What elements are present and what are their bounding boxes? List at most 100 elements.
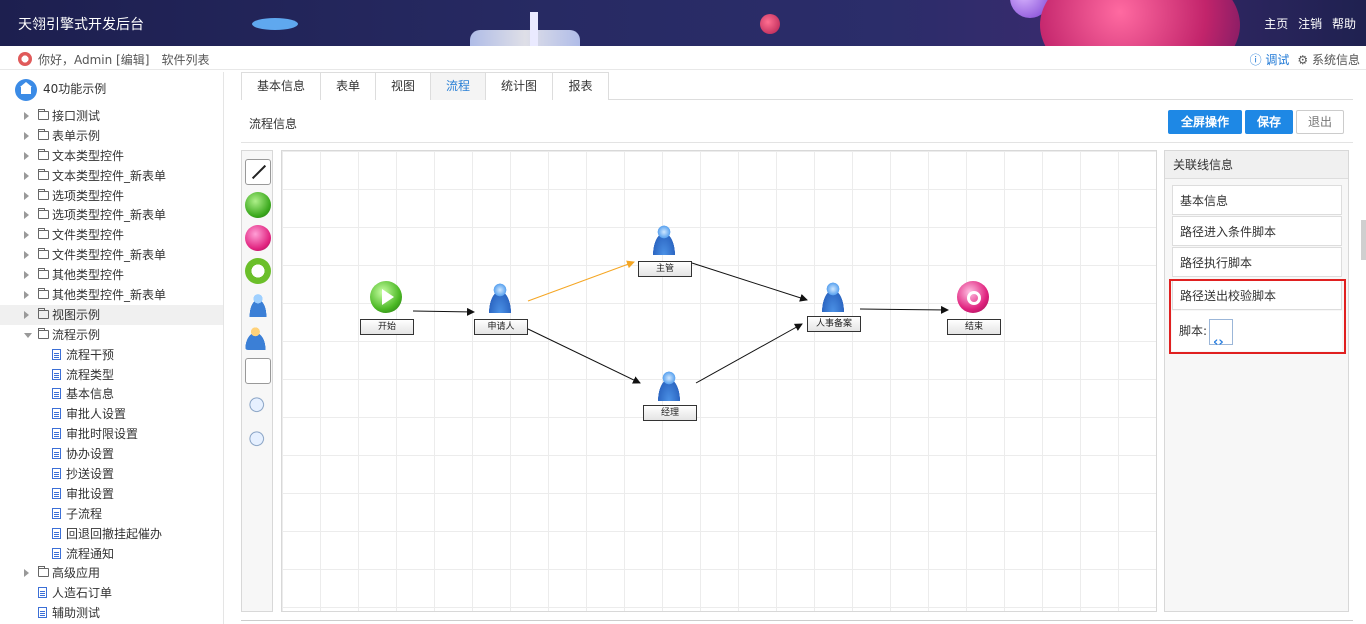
tab-basic-info[interactable]: 基本信息 xyxy=(241,72,321,100)
edge-applicant-manager[interactable] xyxy=(527,328,641,384)
sidebar-item[interactable]: 回退回撤挂起催办 xyxy=(0,524,223,544)
tab-chart[interactable]: 统计图 xyxy=(485,72,553,100)
user-bar: 你好，Admin [编辑] 软件列表 ⓘ 调试 ⚙ 系统信息 xyxy=(0,46,1366,70)
save-button[interactable]: 保存 xyxy=(1245,110,1293,134)
user-task-icon[interactable] xyxy=(245,291,271,317)
system-info-link[interactable]: ⚙ 系统信息 xyxy=(1297,53,1360,67)
tab-bar: 基本信息 表单 视图 流程 统计图 报表 xyxy=(241,72,1353,100)
panel-row-basic-info[interactable]: 基本信息 xyxy=(1172,185,1342,215)
document-icon xyxy=(52,388,61,400)
zoom-in-icon[interactable] xyxy=(245,393,271,419)
document-icon xyxy=(52,408,61,420)
sidebar-item[interactable]: 审批时限设置 xyxy=(0,424,223,444)
tab-flow[interactable]: 流程 xyxy=(430,72,486,100)
sidebar-item[interactable]: 抄送设置 xyxy=(0,464,223,484)
sidebar-item-label: 流程干预 xyxy=(66,347,115,362)
sidebar-item[interactable]: 审批人设置 xyxy=(0,404,223,424)
sidebar-item-label: 表单示例 xyxy=(52,128,101,143)
chevron-right-icon[interactable] xyxy=(24,291,29,300)
chevron-right-icon[interactable] xyxy=(24,569,29,578)
page-scrollbar[interactable] xyxy=(1361,220,1366,260)
start-node-icon[interactable] xyxy=(245,192,271,218)
document-icon xyxy=(52,348,61,360)
sidebar-item-label: 文件类型控件_新表单 xyxy=(52,248,167,263)
sidebar-item[interactable]: 表单示例 xyxy=(0,126,223,146)
folder-icon xyxy=(38,128,49,140)
app-title: 天翎引擎式开发后台 xyxy=(18,17,144,33)
sidebar-item[interactable]: 文件类型控件 xyxy=(0,225,223,245)
chevron-right-icon[interactable] xyxy=(24,112,29,120)
folder-icon xyxy=(38,288,49,300)
tab-view[interactable]: 视图 xyxy=(375,72,431,100)
script-code-icon[interactable] xyxy=(1209,318,1234,363)
exit-button[interactable]: 退出 xyxy=(1296,110,1344,134)
nav-help-link[interactable]: 帮助 xyxy=(1331,17,1356,31)
folder-icon xyxy=(38,566,49,578)
sidebar-item[interactable]: 协办设置 xyxy=(0,444,223,464)
sidebar-item[interactable]: 流程通知 xyxy=(0,544,223,564)
sidebar-item[interactable]: 流程干预 xyxy=(0,345,223,365)
chevron-right-icon[interactable] xyxy=(24,171,29,180)
nav-home-link[interactable]: 主页 xyxy=(1264,17,1289,31)
sidebar-item[interactable]: 高级应用 xyxy=(0,563,223,583)
software-list-link[interactable]: 软件列表 xyxy=(161,53,210,67)
zoom-out-icon[interactable] xyxy=(245,427,271,453)
sidebar-item[interactable]: 选项类型控件_新表单 xyxy=(0,205,223,225)
document-icon xyxy=(52,428,61,440)
chevron-right-icon[interactable] xyxy=(24,231,29,240)
chevron-right-icon[interactable] xyxy=(24,151,29,160)
sidebar-item[interactable]: 流程示例 xyxy=(0,325,223,345)
sidebar-item[interactable]: 文本类型控件_新表单 xyxy=(0,166,223,186)
sidebar-item[interactable]: 辅助测试 xyxy=(0,603,223,623)
flow-canvas[interactable]: 开始 申请人 主管 经理 人事备案 结束 xyxy=(281,150,1157,612)
eraser-icon[interactable] xyxy=(245,358,271,384)
fullscreen-button[interactable]: 全屏操作 xyxy=(1168,110,1242,134)
user-icon xyxy=(484,281,516,313)
tab-report[interactable]: 报表 xyxy=(552,72,609,100)
edge-applicant-supervisor[interactable] xyxy=(527,260,635,302)
sidebar-item[interactable]: 人造石订单 xyxy=(0,583,223,603)
edge-manager-hr[interactable] xyxy=(695,323,803,384)
sidebar-item[interactable]: 接口测试 xyxy=(0,106,223,126)
chevron-right-icon[interactable] xyxy=(24,131,29,140)
tab-form[interactable]: 表单 xyxy=(320,72,376,100)
edge-hr-end[interactable] xyxy=(859,305,949,314)
sidebar-item[interactable]: 其他类型控件 xyxy=(0,265,223,285)
sidebar-item[interactable]: 审批设置 xyxy=(0,484,223,504)
sidebar-item[interactable]: 其他类型控件_新表单 xyxy=(0,285,223,305)
sidebar-item-label: 选项类型控件 xyxy=(52,188,125,203)
sidebar-item[interactable]: 流程类型 xyxy=(0,365,223,385)
sidebar-item[interactable]: 选项类型控件 xyxy=(0,186,223,206)
user-icon xyxy=(648,223,680,255)
blimp-decoration xyxy=(252,18,298,30)
chevron-down-icon[interactable] xyxy=(24,332,32,338)
edge-start-applicant[interactable] xyxy=(412,307,475,316)
chevron-right-icon[interactable] xyxy=(24,310,29,319)
nav-logout-link[interactable]: 注销 xyxy=(1298,17,1323,31)
chevron-right-icon[interactable] xyxy=(24,211,29,220)
chevron-right-icon[interactable] xyxy=(24,251,29,260)
planet-decoration xyxy=(1010,0,1050,18)
debug-link[interactable]: ⓘ 调试 xyxy=(1249,53,1290,67)
chevron-right-icon[interactable] xyxy=(24,271,29,280)
greeting-text[interactable]: 你好，Admin [编辑] xyxy=(38,53,150,67)
sidebar-item[interactable]: 基本信息 xyxy=(0,384,223,404)
sidebar-tree: 40功能示例 接口测试表单示例文本类型控件文本类型控件_新表单选项类型控件选项类… xyxy=(0,72,224,624)
sidebar-item[interactable]: 视图示例 xyxy=(0,304,223,325)
connector-arrow-icon[interactable] xyxy=(245,159,271,185)
chevron-right-icon[interactable] xyxy=(24,191,29,200)
highlight-box xyxy=(1169,279,1346,354)
sidebar-item[interactable]: 子流程 xyxy=(0,504,223,524)
sidebar-item[interactable]: 文件类型控件_新表单 xyxy=(0,245,223,265)
city-decoration xyxy=(470,30,580,46)
end-node-icon[interactable] xyxy=(245,225,271,251)
group-task-icon[interactable] xyxy=(245,324,271,350)
sidebar-item[interactable]: 文本类型控件 xyxy=(0,146,223,166)
panel-row-execute-script[interactable]: 路径执行脚本 xyxy=(1172,247,1342,277)
start-icon xyxy=(370,281,402,313)
panel-row-entry-condition-script[interactable]: 路径进入条件脚本 xyxy=(1172,216,1342,246)
timer-node-icon[interactable] xyxy=(245,258,271,284)
folder-icon xyxy=(38,307,49,319)
edge-supervisor-hr[interactable] xyxy=(691,262,808,302)
tree-root[interactable]: 40功能示例 xyxy=(15,78,106,101)
